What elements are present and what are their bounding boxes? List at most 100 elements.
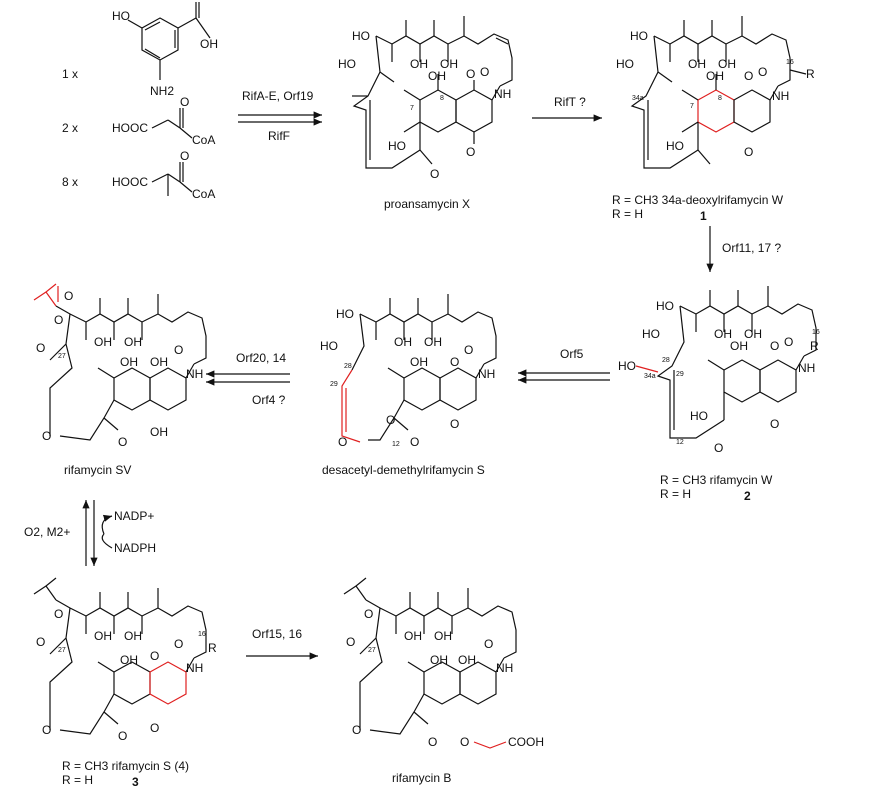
oh-label: OH [94,335,112,349]
atom-number: 16 [786,59,794,66]
o-label: O [430,167,439,181]
ho-label: HO [642,327,660,341]
o-label: O [386,413,395,427]
o-label: O [54,313,63,327]
compound-name: rifamycin SV [64,463,131,477]
o-label: O [484,637,493,651]
ho-label: HO [616,57,634,71]
oh-label: OH [410,57,428,71]
cooh-label: COOH [508,735,544,749]
o-label: O [150,721,159,735]
nh2-label: NH2 [150,84,174,98]
oh-label: OH [688,57,706,71]
oh-label: OH [124,335,142,349]
nh-label: NH [772,89,789,103]
o-label: O [770,339,779,353]
atom-number: 16 [198,631,206,638]
oh-label: OH [430,653,448,667]
arrow-step-4: Orf5 [518,347,610,384]
coa-label: CoA [192,187,215,201]
r-label: R [810,339,819,353]
compound-name: R = CH3 rifamycin W [660,473,773,487]
oh-label: OH [434,629,452,643]
o-label: O [180,149,189,163]
o-label: O [770,417,779,431]
atom-number: 12 [676,439,684,446]
o-label: O [338,435,347,449]
compound-number: 3 [132,775,139,789]
compound-name: desacetyl-demethylrifamycin S [322,463,485,477]
o-label: O [466,67,475,81]
oh-label: OH [200,37,218,51]
o-label: O [36,341,45,355]
nh-label: NH [478,367,495,381]
structure-rifamycin-b: O OH OH O NH OH OH O COOH O O O 27 rifam… [343,577,544,785]
step-1-enzymes: RifA-E, Orf19 [242,89,314,103]
compound-name: proansamycin X [384,197,470,211]
atom-number: 27 [58,353,66,360]
hooc-label: HOOC [112,175,148,189]
atom-number: 27 [58,647,66,654]
o-label: O [174,637,183,651]
nh-label: NH [186,661,203,675]
oh-label: OH [120,355,138,369]
arrow-step-3: Orf11, 17 ? [706,226,781,272]
step-2-enzyme: RifT ? [554,95,586,109]
o-label: O [352,723,361,737]
precursor-methylmalonyl-coa: 8 x HOOC O CoA [62,149,215,201]
compound-number: 2 [744,489,751,503]
ho-label: HO [388,139,406,153]
step-4-enzyme: Orf5 [560,347,584,361]
oh-label: OH [458,653,476,667]
o-label: O [466,145,475,159]
o-label: O [174,343,183,357]
multiplier-1: 1 x [62,67,78,81]
o-label: O [42,429,51,443]
o-label: O [744,145,753,159]
o-label: O [36,635,45,649]
o-label: O [410,435,419,449]
o-label: O [364,607,373,621]
ho-label: HO [336,307,354,321]
ho-label: HO [666,139,684,153]
multiplier-3: 8 x [62,175,78,189]
o-label: O [450,355,459,369]
arrow-step-6: O2, M2+ NADP+ NADPH [24,500,156,566]
compound-number: 1 [700,209,707,223]
nh-label: NH [186,367,203,381]
atom-number: 34a [644,373,656,380]
atom-number: 12 [392,441,400,448]
compound-name: rifamycin B [392,771,451,785]
structure-rifamycin-s: O OH OH O R NH OH O O O O O 16 27 R = CH… [33,577,217,789]
coa-label: CoA [192,133,215,147]
oh-label: OH [404,629,422,643]
oh-label: OH [150,355,168,369]
nadp-label: NADP+ [114,509,154,523]
step-7-enzymes: Orf15, 16 [252,627,302,641]
atom-number: 8 [440,95,444,102]
step-6-cofactors: O2, M2+ [24,525,70,539]
ho-label: HO [338,57,356,71]
structure-34a-deoxyrifamycin-w: HO HO OH OH O R NH OH O HO O 16 34a 7 8 … [612,16,815,223]
o-label: O [450,417,459,431]
o-label: O [42,723,51,737]
oh-label: OH [744,327,762,341]
oh-label: OH [410,355,428,369]
oh-label: OH [394,335,412,349]
ho-label: HO [618,359,636,373]
o-label: O [54,607,63,621]
o-label: O [758,65,767,79]
atom-number: 16 [812,329,820,336]
hooc-label: HOOC [112,121,148,135]
o-label: O [714,441,723,455]
oh-label: OH [94,629,112,643]
oh-label: OH [428,69,446,83]
step-5-enzymes: Orf20, 14 [236,351,286,365]
compound-variant: R = H [612,207,643,221]
oh-label: OH [718,57,736,71]
arrow-step-1: RifA-E, Orf19 RifF [238,89,322,143]
atom-number: 7 [410,105,414,112]
ho-label: HO [656,299,674,313]
ho-label: HO [690,409,708,423]
